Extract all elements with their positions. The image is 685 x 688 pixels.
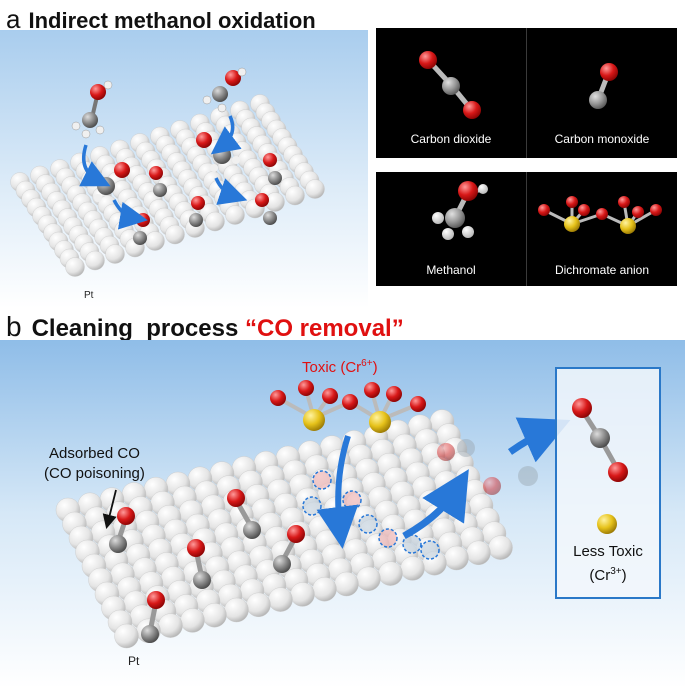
legend-label-co: Carbon monoxide bbox=[554, 132, 650, 146]
pt-atom bbox=[466, 540, 491, 566]
panel-b-title-highlight: “CO removal” bbox=[244, 315, 404, 342]
pt-atom bbox=[158, 613, 183, 638]
pt-atom bbox=[378, 561, 403, 586]
less-toxic-label-line1: Less Toxic bbox=[573, 543, 643, 560]
legend-bottom-molecules bbox=[432, 181, 662, 240]
pt-atom bbox=[165, 224, 185, 245]
legend-box-bottom: Methanol Dichromate anion bbox=[376, 172, 677, 286]
carbon-dioxide-product bbox=[572, 398, 628, 482]
adsorbed-co-label: Adsorbed CO (CO poisoning) bbox=[44, 444, 145, 484]
pt-atom bbox=[268, 587, 293, 612]
dichromate-anion-icon bbox=[538, 196, 662, 234]
adsorbed-co bbox=[189, 196, 205, 227]
adsorbed-co bbox=[227, 489, 261, 539]
panel-a-arrows bbox=[79, 115, 248, 230]
pt-atom bbox=[65, 257, 85, 277]
dissociation-arrow bbox=[214, 177, 248, 205]
oxidation-arrow bbox=[507, 417, 571, 463]
less-toxic-label: Less Toxic (Cr3+) bbox=[556, 542, 660, 586]
panel-a-illustration: Pt bbox=[0, 30, 368, 308]
adsorbed-co bbox=[273, 525, 305, 573]
methanol-molecule bbox=[202, 67, 247, 113]
pt-atom bbox=[285, 185, 305, 206]
pt-atom bbox=[312, 576, 337, 602]
carbon-dioxide-icon bbox=[419, 51, 481, 119]
toxic-label-sup: 6+ bbox=[361, 358, 373, 369]
adsorbed-co-label-line2: (CO poisoning) bbox=[44, 465, 145, 482]
panel-b-illustration bbox=[0, 340, 685, 688]
removal-arrow bbox=[402, 469, 469, 540]
panel-a-pt-label: Pt bbox=[84, 290, 94, 301]
adsorbed-co bbox=[141, 591, 165, 643]
dichromate-approach-arrow bbox=[316, 435, 359, 549]
panel-b-adsorbed-co bbox=[109, 489, 305, 643]
pt-atom bbox=[202, 603, 227, 628]
pt-atom bbox=[85, 250, 105, 271]
pt-atom bbox=[224, 597, 249, 623]
less-toxic-label-line2: (Cr3+) bbox=[556, 562, 660, 586]
adsorbed-co-label-line1: Adsorbed CO bbox=[49, 445, 140, 462]
pt-atom bbox=[305, 179, 325, 199]
methanol-molecule bbox=[71, 80, 113, 139]
adsorbed-co-pointer-arrow bbox=[102, 489, 117, 529]
adsorbed-co bbox=[255, 193, 277, 225]
adsorption-arrow bbox=[210, 115, 242, 155]
dichromate-anion bbox=[270, 380, 426, 433]
adsorbed-co bbox=[187, 539, 211, 589]
pt-atom bbox=[290, 582, 315, 607]
desorbing-co bbox=[437, 439, 538, 495]
panel-b-title: Cleaning process bbox=[31, 315, 239, 342]
panel-a-header: a Indirect methanol oxidation bbox=[6, 4, 316, 35]
legend-label-co2: Carbon dioxide bbox=[410, 132, 492, 146]
carbon-monoxide-icon bbox=[589, 63, 618, 109]
pt-atom bbox=[400, 556, 425, 581]
toxic-label-text: Toxic (Cr bbox=[302, 359, 362, 376]
methanol-icon bbox=[432, 181, 488, 240]
pt-atom bbox=[334, 571, 359, 597]
toxic-label-close: ) bbox=[372, 359, 378, 376]
panel-a-letter: a bbox=[6, 4, 21, 34]
removed-co-ghosts bbox=[302, 470, 440, 560]
panel-b-pt-label: Pt bbox=[128, 654, 140, 668]
panel-a-title: Indirect methanol oxidation bbox=[28, 8, 316, 33]
less-toxic-label-close: ) bbox=[621, 567, 627, 584]
pt-atom bbox=[114, 623, 139, 649]
adsorbed-co bbox=[263, 153, 282, 185]
pt-atom bbox=[105, 244, 125, 264]
legend-label-dichromate: Dichromate anion bbox=[554, 263, 650, 277]
pt-atom bbox=[246, 592, 271, 617]
less-toxic-label-sup: 3+ bbox=[610, 566, 622, 577]
legend-label-methanol: Methanol bbox=[426, 263, 476, 277]
chromium-iii-ion bbox=[597, 514, 617, 534]
pt-atom bbox=[356, 566, 381, 592]
pt-atom bbox=[145, 231, 165, 251]
pt-atom bbox=[444, 545, 469, 571]
pt-atom bbox=[225, 205, 245, 225]
panel-b-letter: b bbox=[6, 311, 22, 342]
adsorbed-co bbox=[109, 507, 135, 553]
dissociation-arrow bbox=[112, 199, 148, 230]
legend-top-molecules bbox=[419, 51, 618, 119]
pt-atom bbox=[180, 608, 205, 633]
less-toxic-label-line2-text: (Cr bbox=[589, 567, 611, 584]
panel-b-header: b Cleaning process “CO removal” bbox=[6, 311, 404, 343]
toxic-label: Toxic (Cr6+) bbox=[302, 358, 378, 376]
pt-atom bbox=[205, 211, 225, 232]
adsorbed-co bbox=[149, 166, 167, 197]
legend-box-top: Carbon dioxide Carbon monoxide bbox=[376, 28, 677, 158]
adsorption-arrow bbox=[79, 144, 111, 187]
pt-atom bbox=[488, 535, 513, 560]
